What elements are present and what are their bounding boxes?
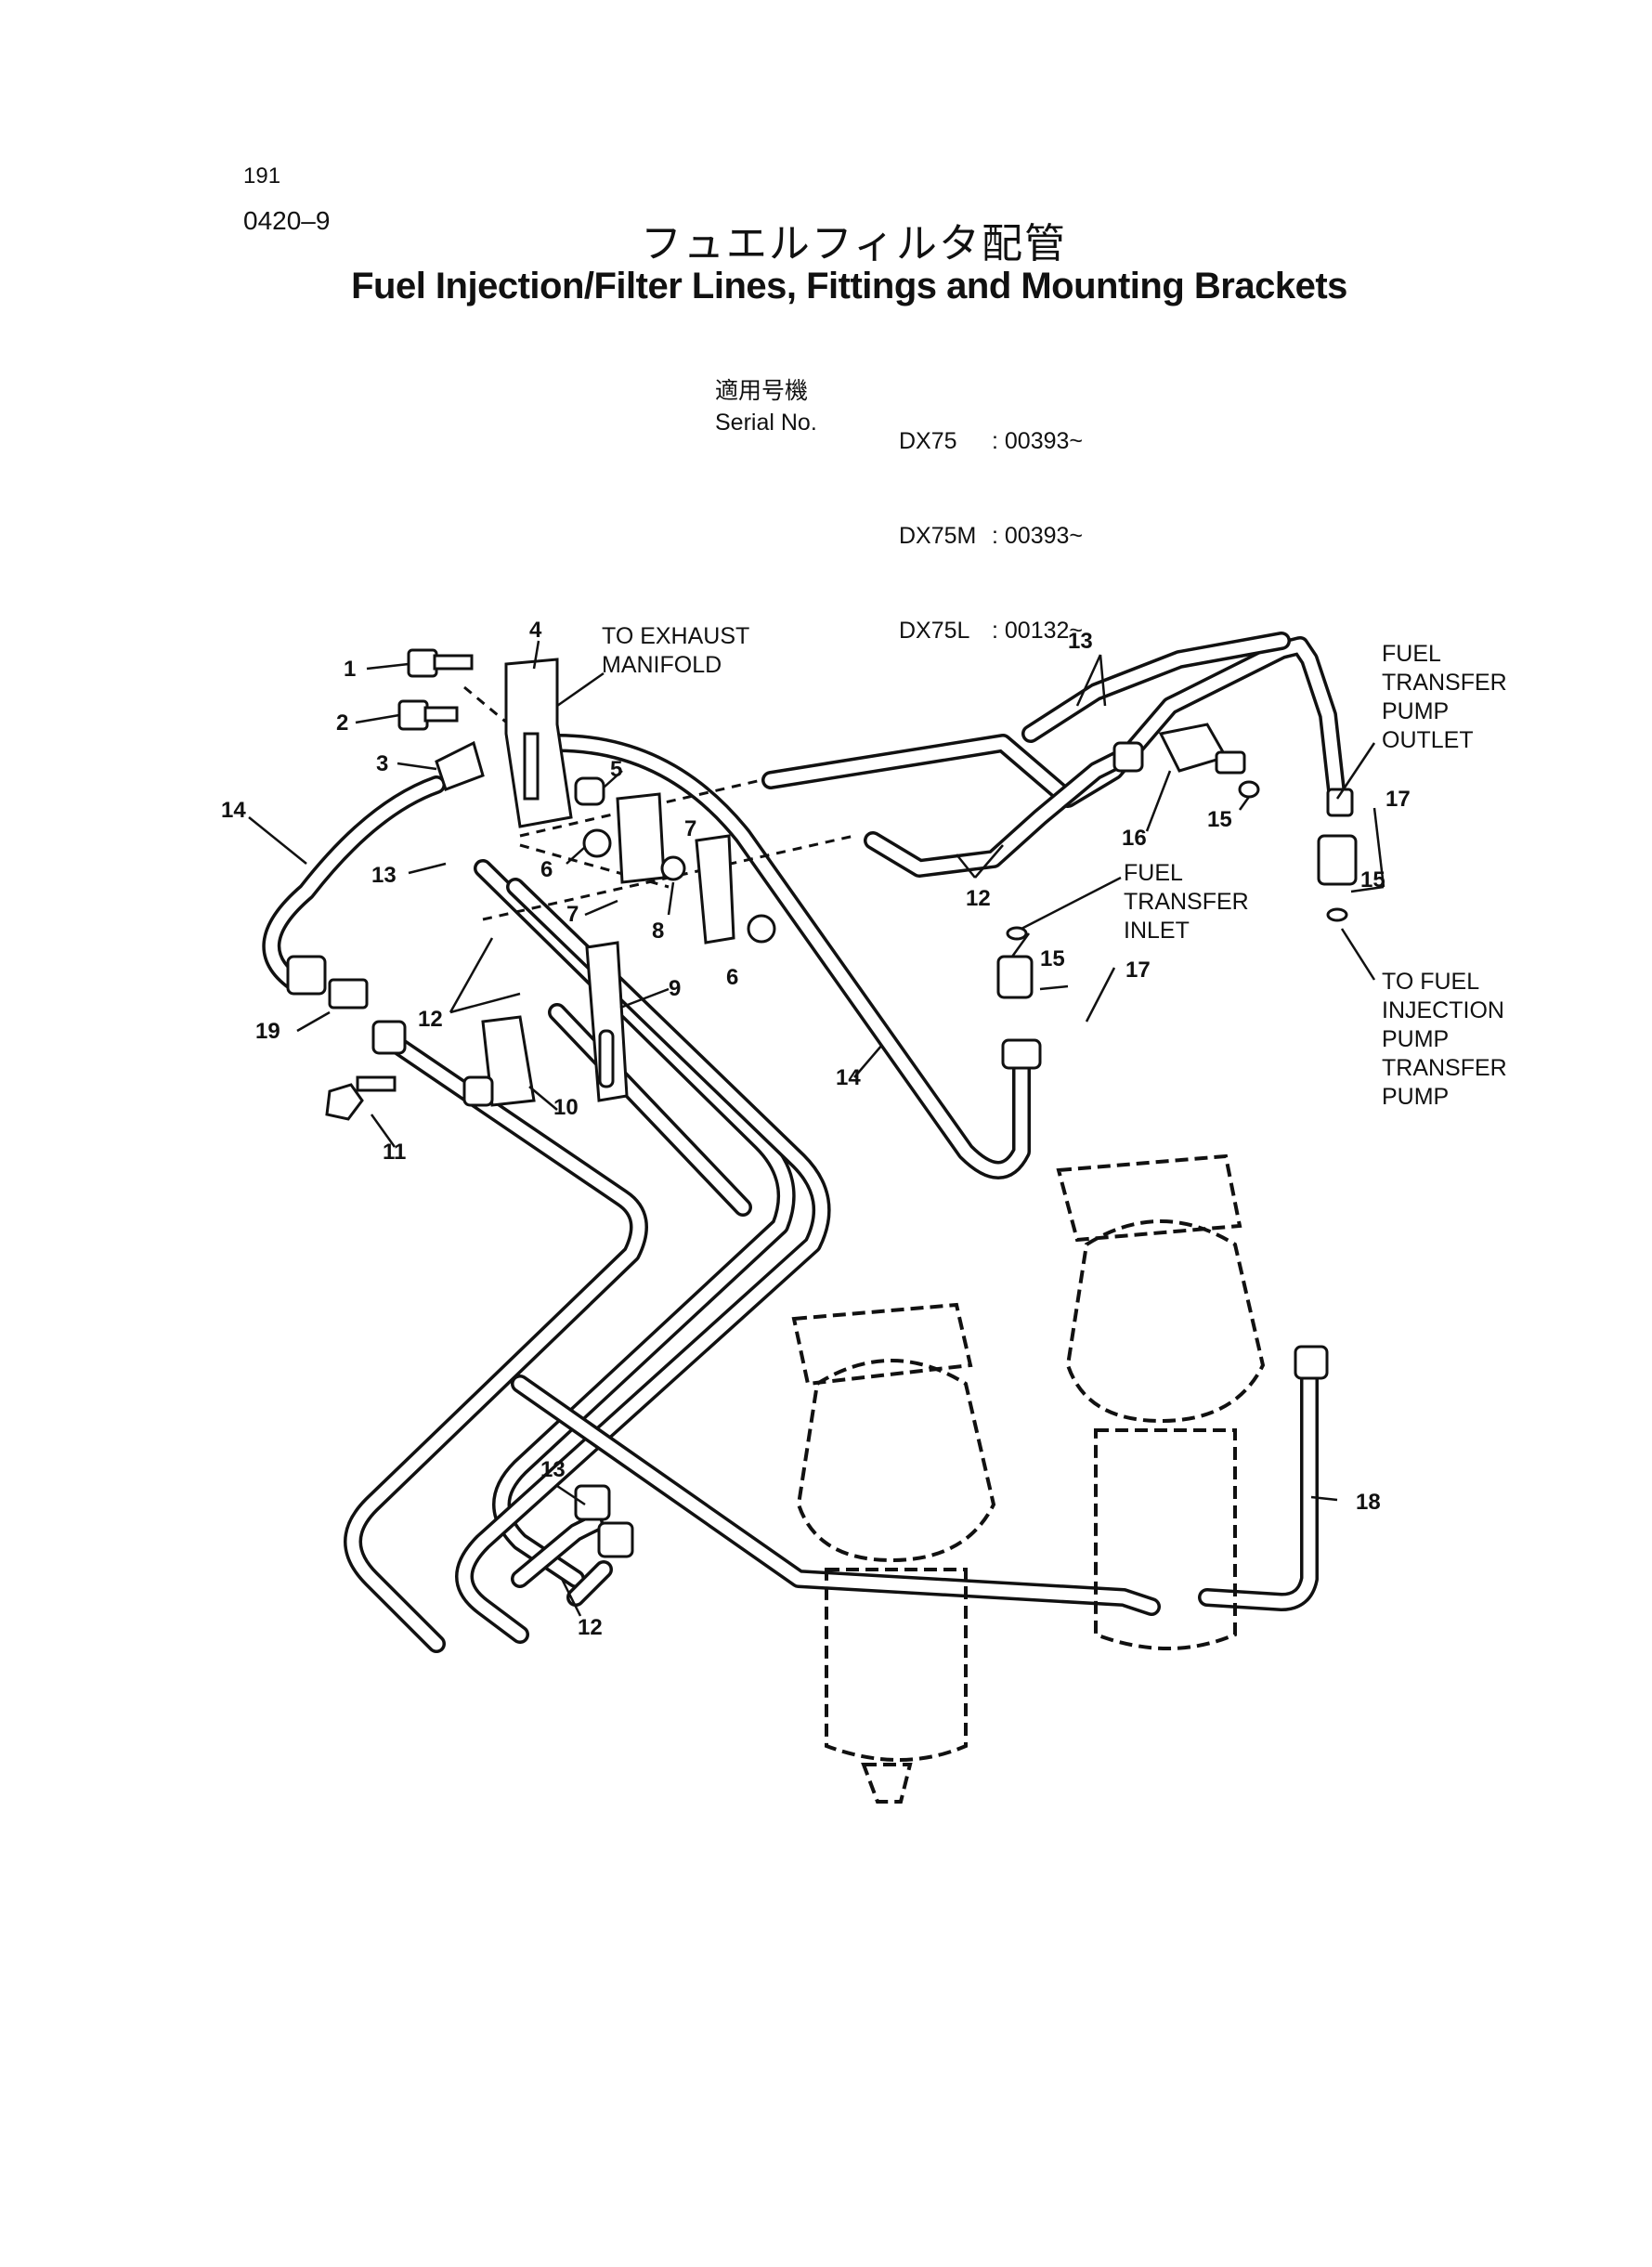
annotation-line: TRANSFER [1382, 670, 1507, 696]
fuel-filter-right [1056, 1153, 1266, 1650]
callout-13c: 13 [540, 1457, 566, 1482]
callout-18: 18 [1356, 1490, 1381, 1515]
bracket-10 [462, 1015, 536, 1107]
serial-number: : 00393~ [992, 523, 1084, 549]
callout-11: 11 [383, 1140, 406, 1165]
serial-model: DX75L [899, 618, 970, 644]
callout-1: 1 [344, 657, 356, 682]
annotation-line: PUMP [1382, 1084, 1449, 1110]
fuel-line-13-upper [761, 632, 1346, 808]
callout-7b: 7 [684, 816, 696, 841]
page-title-japanese: フュエルフィルタ配管 [640, 220, 1068, 267]
fuel-line-14-arc [548, 734, 1031, 1179]
fitting-17b [996, 955, 1042, 1070]
leader-lines [248, 640, 1385, 1617]
callout-16: 16 [1122, 826, 1147, 851]
annotation-line: MANIFOLD [602, 652, 722, 678]
callout-13a: 13 [371, 863, 397, 888]
bolt-11 [325, 1075, 397, 1121]
page-number: 191 [243, 163, 281, 189]
annotation-to-exhaust: TO EXHAUST MANIFOLD [602, 623, 749, 678]
callout-15a: 15 [1207, 807, 1232, 832]
nut-6b [747, 914, 776, 944]
annotation-line: INJECTION [1382, 997, 1504, 1023]
callout-7a: 7 [566, 902, 579, 927]
annotation-line: INLET [1124, 918, 1190, 944]
callout-3: 3 [376, 751, 388, 776]
clamp-3 [435, 740, 485, 791]
callout-numbers: 1 2 3 4 5 6 6 7 7 8 9 10 11 12 12 12 13 … [221, 618, 1411, 1640]
annotation-line: FUEL [1382, 641, 1441, 667]
callout-4: 4 [529, 618, 542, 643]
fuel-filter-left [791, 1302, 996, 1804]
callout-6a: 6 [540, 857, 553, 882]
callout-9: 9 [669, 976, 681, 1001]
washer-8 [660, 855, 686, 881]
annotation-line: TRANSFER [1124, 889, 1249, 915]
callout-12b: 12 [966, 886, 991, 911]
serial-row: DX75M : 00393~ [899, 520, 1083, 552]
o-ring-15b [1006, 926, 1028, 941]
annotation-to-injection: TO FUEL INJECTION PUMP TRANSFER PUMP [1382, 969, 1507, 1110]
fitting-19 [286, 955, 407, 1055]
annotation-pump-outlet: FUEL TRANSFER PUMP OUTLET [1382, 641, 1507, 753]
fitting-17a [1317, 788, 1358, 886]
fuel-line-14-left [262, 775, 446, 994]
annotation-line: TO FUEL [1382, 969, 1479, 995]
bracket-9 [585, 941, 629, 1102]
serial-label-japanese: 適用号機 [715, 378, 809, 404]
fuel-line-12-upper [864, 748, 1133, 878]
annotation-line: OUTLET [1382, 727, 1474, 753]
callout-14a: 14 [221, 798, 246, 823]
callout-5: 5 [610, 757, 622, 782]
serial-number: : 00393~ [992, 428, 1084, 454]
annotation-line: TO EXHAUST [602, 623, 749, 649]
o-ring-15a [1238, 780, 1260, 799]
annotation-line: PUMP [1382, 698, 1449, 724]
callout-12a: 12 [418, 1007, 443, 1032]
callout-15c: 15 [1360, 867, 1385, 892]
fuel-line-12-13 [455, 859, 831, 1644]
annotation-transfer-inlet: FUEL TRANSFER INLET [1124, 860, 1249, 944]
annotation-line: PUMP [1382, 1026, 1449, 1052]
bracket-4 [504, 658, 573, 828]
spacer-5 [574, 776, 605, 806]
bracket-7a [616, 792, 666, 884]
callout-8: 8 [652, 919, 664, 944]
callout-6b: 6 [726, 965, 738, 990]
callout-13b: 13 [1068, 629, 1093, 654]
bolt-2 [397, 699, 459, 731]
serial-row: DX75 : 00393~ [899, 425, 1083, 457]
serial-label-english: Serial No. [715, 410, 817, 436]
callout-10: 10 [553, 1095, 579, 1120]
fuel-line-18 [1198, 1365, 1319, 1611]
annotation-line: TRANSFER [1382, 1055, 1507, 1081]
serial-model: DX75M [899, 523, 977, 549]
fitting-16 [1112, 723, 1246, 775]
callout-17a: 17 [1385, 787, 1411, 812]
fuel-line-lower [344, 1031, 1161, 1653]
nut-6a [582, 828, 612, 858]
callout-19: 19 [255, 1019, 280, 1044]
serial-model: DX75 [899, 428, 957, 454]
bolt-1 [407, 648, 474, 678]
callout-17b: 17 [1125, 958, 1151, 983]
serial-label: 適用号機 Serial No. [715, 375, 817, 438]
section-code: 0420–9 [243, 206, 331, 235]
callout-14b: 14 [836, 1065, 861, 1090]
line-end-fittings [574, 1345, 1329, 1558]
serial-number: : 00132~ [992, 618, 1084, 644]
serial-row: DX75L : 00132~ [899, 615, 1083, 646]
callout-2: 2 [336, 710, 348, 736]
annotation-line: FUEL [1124, 860, 1183, 886]
o-ring-15c [1326, 907, 1348, 922]
bracket-7b [695, 834, 735, 945]
callout-15b: 15 [1040, 946, 1065, 971]
callout-12c: 12 [578, 1615, 603, 1640]
page-title: Fuel Injection/Filter Lines, Fittings an… [351, 266, 1347, 306]
serial-list: DX75 : 00393~ DX75M : 00393~ DX75L : 00132~ [899, 362, 1083, 678]
